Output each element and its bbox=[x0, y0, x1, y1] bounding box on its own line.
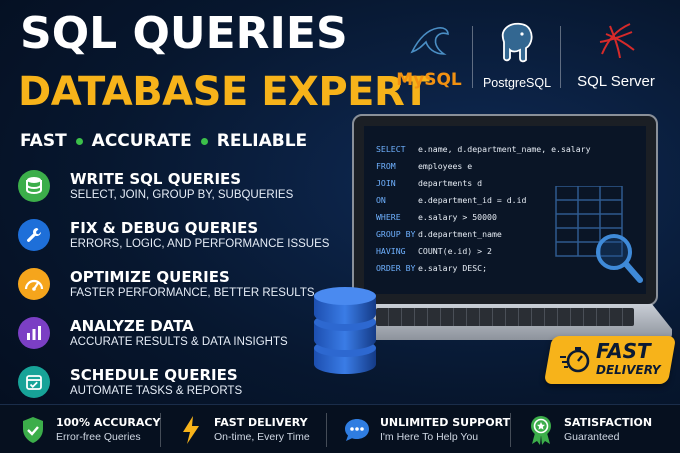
table-magnifier-icon bbox=[555, 186, 643, 283]
stopwatch-icon bbox=[560, 347, 590, 373]
lightning-icon bbox=[176, 415, 206, 445]
dolphin-icon bbox=[410, 27, 449, 55]
sql-keyword: SELECT bbox=[376, 143, 406, 154]
benefits-bar: 100% ACCURACY Error-free Queries FAST DE… bbox=[0, 404, 680, 453]
code-line: HAVING COUNT(e.id) > 2 bbox=[376, 242, 591, 259]
divider bbox=[560, 26, 561, 88]
sql-keyword: ORDER BY bbox=[376, 262, 416, 273]
mysql-logo: MySQL bbox=[388, 20, 470, 92]
code-screen: SELECT e.name, d.department_name, e.salar… bbox=[364, 126, 646, 294]
divider bbox=[510, 413, 511, 447]
sql-code-block: SELECT e.name, d.department_name, e.salar… bbox=[376, 140, 591, 276]
tagline-word: RELIABLE bbox=[216, 131, 308, 151]
divider bbox=[472, 26, 473, 88]
fast-delivery-badge: FAST DELIVERY bbox=[543, 336, 677, 384]
speedometer-icon bbox=[18, 268, 50, 300]
badge-subtitle: DELIVERY bbox=[596, 363, 661, 377]
database-logos: MySQL PostgreSQL SQL Server bbox=[388, 20, 670, 92]
sql-keyword: FROM bbox=[376, 160, 396, 171]
sql-keyword: ON bbox=[376, 194, 386, 205]
sql-text: COUNT(e.id) > 2 bbox=[418, 245, 492, 256]
feature-title: ANALYZE DATA bbox=[70, 316, 194, 335]
tagline-word: FAST bbox=[20, 131, 67, 151]
sql-keyword: GROUP BY bbox=[376, 228, 416, 239]
benefit-item: UNLIMITED SUPPORT I'm Here To Help You bbox=[342, 413, 510, 447]
code-line: FROM employees e bbox=[376, 157, 591, 174]
award-badge-icon bbox=[526, 415, 556, 445]
sql-keyword: HAVING bbox=[376, 245, 406, 256]
divider bbox=[160, 413, 161, 447]
sql-server-logo: SQL Server bbox=[562, 20, 670, 92]
laptop-keyboard bbox=[376, 308, 634, 326]
bullet-dot bbox=[200, 137, 208, 145]
logo-label: PostgreSQL bbox=[482, 76, 552, 90]
sql-text: employees e bbox=[418, 160, 473, 171]
sql-text: e.name, d.department_name, e.salary bbox=[418, 143, 591, 154]
feature-item: SCHEDULE QUERIES AUTOMATE TASKS & REPORT… bbox=[18, 360, 242, 404]
sql-text: e.salary > 50000 bbox=[418, 211, 497, 222]
benefit-title: UNLIMITED SUPPORT bbox=[380, 416, 511, 429]
benefit-subtitle: Guaranteed bbox=[564, 431, 620, 443]
laptop-screen-frame: SELECT e.name, d.department_name, e.salar… bbox=[352, 114, 658, 306]
divider bbox=[326, 413, 327, 447]
chat-bubble-icon bbox=[342, 415, 372, 445]
feature-title: OPTIMIZE QUERIES bbox=[70, 267, 230, 286]
database-icon bbox=[18, 170, 50, 202]
feature-subtitle: ACCURATE RESULTS & DATA INSIGHTS bbox=[70, 335, 288, 348]
feature-subtitle: FASTER PERFORMANCE, BETTER RESULTS bbox=[70, 286, 315, 299]
sql-keyword: WHERE bbox=[376, 211, 401, 222]
benefit-title: SATISFACTION bbox=[564, 416, 653, 429]
sql-text: departments d bbox=[418, 177, 483, 188]
benefit-item: 100% ACCURACY Error-free Queries bbox=[18, 413, 160, 447]
database-stack-icon bbox=[314, 287, 376, 374]
wrench-icon bbox=[18, 219, 50, 251]
shield-check-icon bbox=[18, 415, 48, 445]
benefit-subtitle: Error-free Queries bbox=[56, 431, 141, 443]
benefit-item: FAST DELIVERY On-time, Every Time bbox=[176, 413, 310, 447]
calendar-check-icon bbox=[18, 366, 50, 398]
elephant-icon bbox=[501, 22, 533, 63]
sql-keyword: JOIN bbox=[376, 177, 396, 188]
badge-title: FAST bbox=[596, 339, 651, 363]
sql-text: d.department_name bbox=[418, 228, 502, 239]
bar-chart-icon bbox=[18, 317, 50, 349]
feature-item: OPTIMIZE QUERIES FASTER PERFORMANCE, BET… bbox=[18, 262, 315, 306]
tagline: FAST ACCURATE RELIABLE bbox=[20, 131, 307, 151]
feature-subtitle: SELECT, JOIN, GROUP BY, SUBQUERIES bbox=[70, 188, 294, 201]
code-line: ON e.department_id = d.id bbox=[376, 191, 591, 208]
headline-subtitle: DATABASE EXPERT bbox=[18, 69, 430, 115]
code-line: JOIN departments d bbox=[376, 174, 591, 191]
laptop-illustration: SELECT e.name, d.department_name, e.salar… bbox=[338, 114, 672, 354]
headline-title: SQL QUERIES bbox=[20, 8, 348, 59]
tagline-word: ACCURATE bbox=[91, 131, 192, 151]
feature-subtitle: ERRORS, LOGIC, AND PERFORMANCE ISSUES bbox=[70, 237, 330, 250]
code-line: WHERE e.salary > 50000 bbox=[376, 208, 591, 225]
sql-server-icon bbox=[599, 23, 635, 59]
feature-title: SCHEDULE QUERIES bbox=[70, 365, 238, 384]
feature-item: WRITE SQL QUERIES SELECT, JOIN, GROUP BY… bbox=[18, 164, 293, 208]
feature-item: FIX & DEBUG QUERIES ERRORS, LOGIC, AND P… bbox=[18, 213, 329, 257]
sql-text: e.department_id = d.id bbox=[418, 194, 527, 205]
logo-label: MySQL bbox=[396, 70, 462, 90]
feature-item: ANALYZE DATA ACCURATE RESULTS & DATA INS… bbox=[18, 311, 288, 355]
benefit-subtitle: On-time, Every Time bbox=[214, 431, 310, 443]
sql-text: e.salary DESC; bbox=[418, 262, 488, 273]
benefit-title: FAST DELIVERY bbox=[214, 416, 308, 429]
benefit-item: SATISFACTION Guaranteed bbox=[526, 413, 652, 447]
bullet-dot bbox=[75, 137, 83, 145]
feature-title: FIX & DEBUG QUERIES bbox=[70, 218, 259, 237]
benefit-title: 100% ACCURACY bbox=[56, 416, 161, 429]
benefit-subtitle: I'm Here To Help You bbox=[380, 431, 479, 443]
code-line: SELECT e.name, d.department_name, e.salar… bbox=[376, 140, 591, 157]
postgresql-logo: PostgreSQL bbox=[476, 20, 558, 92]
feature-subtitle: AUTOMATE TASKS & REPORTS bbox=[70, 384, 243, 397]
logo-label: SQL Server bbox=[577, 73, 655, 90]
feature-title: WRITE SQL QUERIES bbox=[70, 169, 242, 188]
